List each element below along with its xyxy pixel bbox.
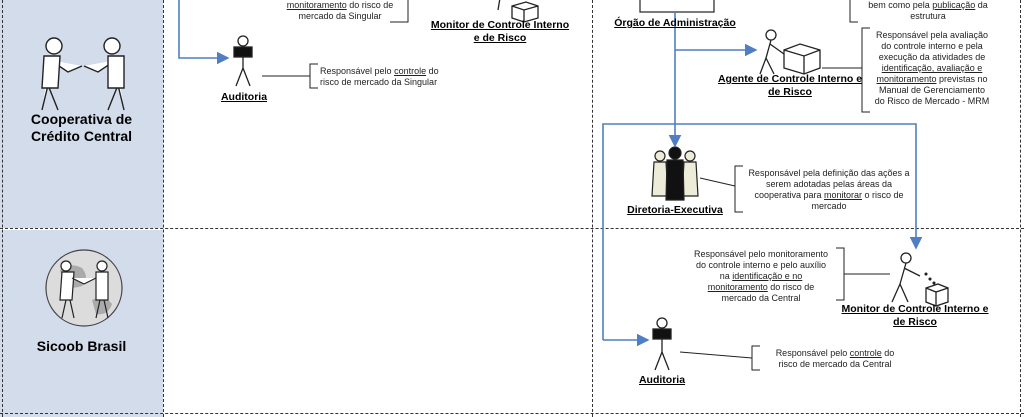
lane-divider-bottom [0, 413, 1024, 414]
note-orgao: bem como pela publicação da estrutura [868, 0, 988, 21]
role-monitor-bottom: Monitor de Controle Interno e de Risco [841, 303, 989, 328]
note-diretoria: Responsável pela definição das ações a s… [748, 168, 910, 211]
globe-handshake-icon [45, 249, 123, 327]
auditor-figure-bottom [652, 317, 672, 371]
orgao-figure [639, 0, 715, 13]
note-auditoria-bottom: Responsável pelo controle do risco de me… [775, 348, 895, 369]
role-agente: Agente de Controle Interno e de Risco [717, 73, 863, 98]
lane-divider-col2 [592, 0, 593, 417]
lane-divider-col1 [163, 0, 164, 417]
role-auditoria-bottom: Auditoria [638, 374, 686, 386]
note-auditoria-top: Responsável pelo controle do risco de me… [320, 66, 439, 87]
agent-figure [759, 29, 821, 75]
monitor-figure-top [497, 0, 539, 23]
note-agente: Responsável pela avaliação do controle i… [874, 30, 990, 106]
monitor-figure-bottom [891, 252, 949, 307]
lane-divider-left [2, 0, 3, 417]
note-monitor-top: monitoramento do risco de mercado da Sin… [286, 0, 394, 21]
auditor-figure-top [233, 35, 253, 87]
lane-divider-horizontal [0, 228, 1024, 229]
role-diretoria: Diretoria-Executiva [627, 204, 723, 216]
lane-label-sicoob: Sicoob Brasil [36, 338, 127, 354]
role-orgao: Órgão de Administração [614, 17, 736, 29]
lane-coop-central-bg [0, 0, 163, 228]
role-auditoria-top: Auditoria [220, 91, 268, 103]
lane-divider-right [1020, 0, 1021, 417]
lane-label-coop-central: Cooperativa de Crédito Central [30, 111, 133, 144]
arrow-to-monitor-bottom [602, 123, 923, 340]
board-figures [651, 146, 699, 201]
role-monitor-top: Monitor de Controle Interno e de Risco [430, 19, 570, 44]
arrow-to-auditoria-top [178, 0, 230, 65]
note-monitor-bottom: Responsável pelo monitoramento do contro… [693, 249, 829, 303]
handshake-icon [41, 37, 125, 111]
